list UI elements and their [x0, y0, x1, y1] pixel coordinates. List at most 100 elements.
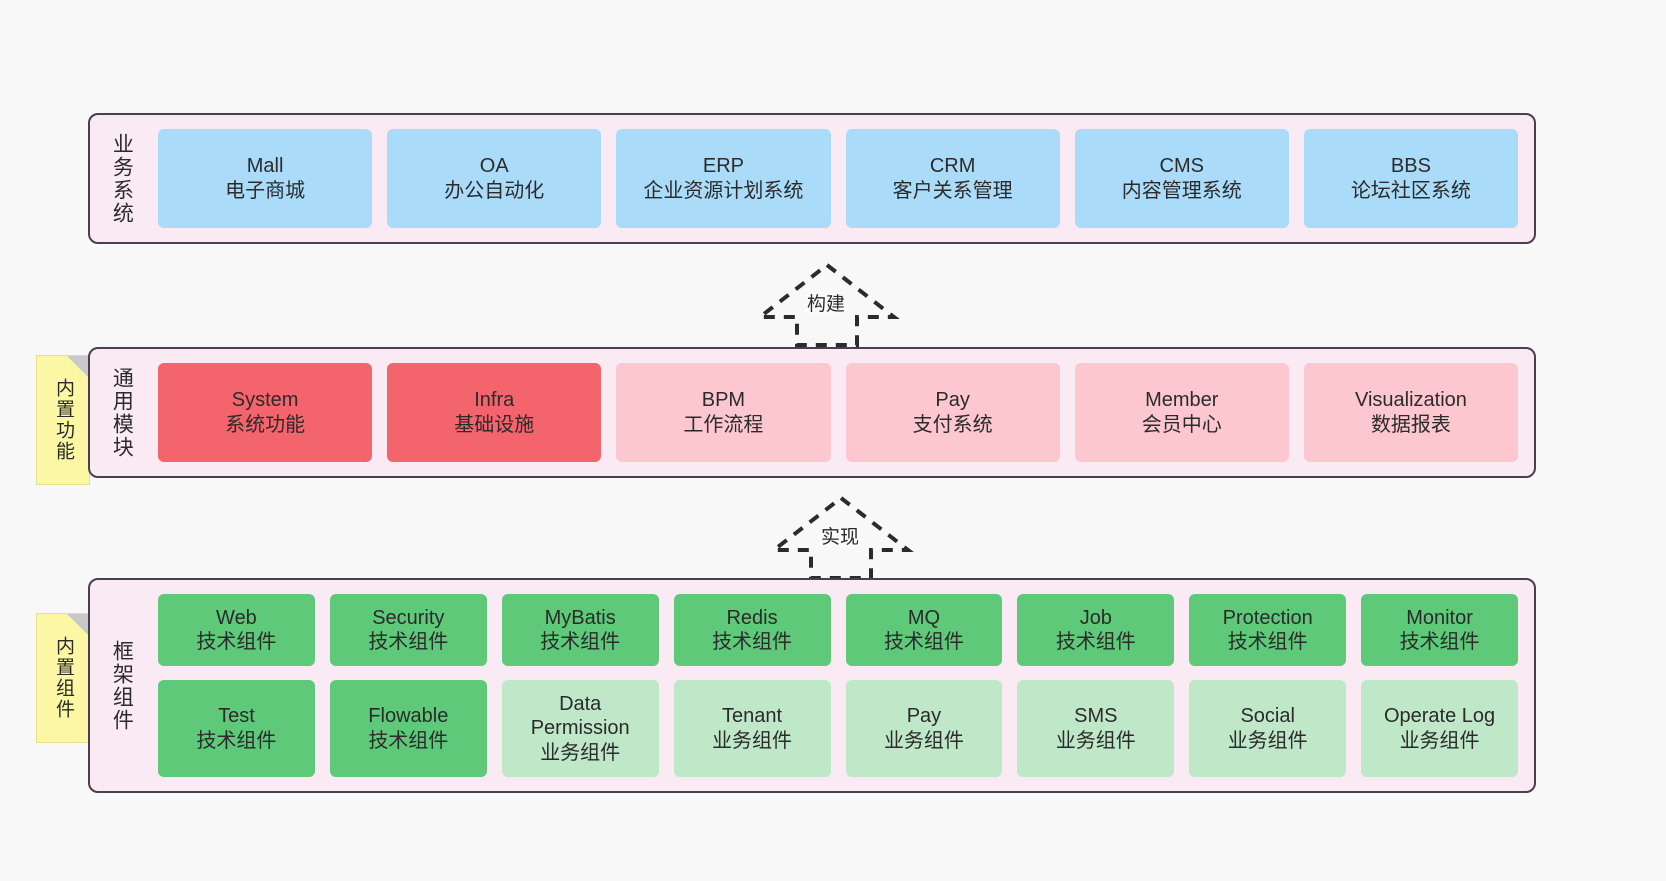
node-mq[interactable]: MQ 技术组件 [845, 594, 1003, 667]
node-row: Web 技术组件 Security 技术组件 MyBatis 技术组件 Redi… [158, 594, 1518, 667]
node-subtitle: 基础设施 [454, 413, 535, 436]
node-erp[interactable]: ERP 企业资源计划系统 [616, 129, 831, 228]
node-redis[interactable]: Redis 技术组件 [673, 594, 831, 667]
note-builtin-function: 内置功能 [36, 355, 90, 485]
node-title: OA [479, 155, 509, 178]
node-row: System 系统功能 Infra 基础设施 BPM 工作流程 Pay 支付系统… [158, 363, 1519, 462]
node-row: Test 技术组件 Flowable 技术组件 Data Permission … [158, 680, 1518, 778]
node-mybatis[interactable]: MyBatis 技术组件 [501, 594, 659, 667]
connector-build: 构建 [754, 262, 900, 347]
node-bbs[interactable]: BBS 论坛社区系统 [1303, 129, 1519, 228]
node-title: Web [216, 606, 257, 629]
note-fold-icon [67, 356, 89, 378]
node-title: SMS [1074, 705, 1118, 728]
node-subtitle: 支付系统 [912, 413, 993, 436]
node-data-permission[interactable]: Data Permission 业务组件 [501, 680, 659, 778]
node-subtitle: 技术组件 [1055, 631, 1136, 654]
node-row: Mall 电子商城 OA 办公自动化 ERP 企业资源计划系统 CRM 客户关系… [158, 129, 1519, 228]
node-subtitle: 技术组件 [368, 729, 449, 752]
connector-implement: 实现 [768, 495, 914, 580]
node-subtitle: 数据报表 [1370, 413, 1451, 436]
node-title: Security [372, 606, 445, 629]
node-subtitle: 业务组件 [1055, 729, 1136, 752]
node-protection[interactable]: Protection 技术组件 [1189, 594, 1347, 667]
node-title: Infra [474, 389, 515, 412]
node-pay[interactable]: Pay 支付系统 [845, 363, 1060, 462]
node-subtitle: 企业资源计划系统 [643, 179, 804, 202]
layer-title-business: 业务系统 [110, 132, 134, 225]
node-title: Member [1145, 389, 1219, 412]
node-subtitle: 业务组件 [1227, 729, 1308, 752]
node-crm[interactable]: CRM 客户关系管理 [845, 129, 1060, 228]
node-subtitle: 技术组件 [1227, 631, 1308, 654]
node-pay-business[interactable]: Pay 业务组件 [845, 680, 1003, 778]
node-subtitle: 技术组件 [540, 631, 621, 654]
layer-framework-component: 框架组件 Web 技术组件 Security 技术组件 MyBatis 技术组件… [88, 578, 1536, 793]
node-title: MyBatis [544, 606, 616, 629]
node-title: Test [218, 705, 255, 728]
node-member[interactable]: Member 会员中心 [1074, 363, 1289, 462]
node-title: Tenant [722, 705, 783, 728]
node-title: Job [1079, 606, 1112, 629]
node-title: Pay [935, 389, 970, 412]
note-label: 内置组件 [52, 636, 74, 720]
node-subtitle: 会员中心 [1141, 413, 1222, 436]
node-title: Visualization [1354, 389, 1467, 412]
node-job[interactable]: Job 技术组件 [1017, 594, 1175, 667]
node-title: BPM [701, 389, 746, 412]
node-subtitle: 技术组件 [1399, 631, 1480, 654]
layer-business-system: 业务系统 Mall 电子商城 OA 办公自动化 ERP 企业资源计划系统 CRM… [88, 113, 1536, 244]
connector-implement-label: 实现 [819, 527, 862, 548]
node-title: Redis [726, 606, 778, 629]
note-label: 内置功能 [52, 378, 74, 462]
node-tenant[interactable]: Tenant 业务组件 [673, 680, 831, 778]
node-bpm[interactable]: BPM 工作流程 [616, 363, 831, 462]
node-title: Operate Log [1383, 705, 1496, 728]
node-subtitle: 系统功能 [225, 413, 306, 436]
node-web[interactable]: Web 技术组件 [158, 594, 315, 667]
node-subtitle: 办公自动化 [444, 179, 545, 202]
note-fold-icon [67, 614, 89, 636]
node-subtitle: 内容管理系统 [1121, 179, 1242, 202]
note-builtin-component: 内置组件 [36, 613, 90, 743]
node-title: ERP [702, 155, 744, 178]
node-title: Protection [1222, 606, 1313, 629]
node-sms[interactable]: SMS 业务组件 [1017, 680, 1175, 778]
node-visualization[interactable]: Visualization 数据报表 [1303, 363, 1519, 462]
node-system[interactable]: System 系统功能 [158, 363, 373, 462]
node-oa[interactable]: OA 办公自动化 [387, 129, 602, 228]
node-title: CRM [929, 155, 976, 178]
node-infra[interactable]: Infra 基础设施 [387, 363, 602, 462]
node-title: Flowable [368, 705, 449, 728]
node-monitor[interactable]: Monitor 技术组件 [1361, 594, 1518, 667]
node-title: Social [1240, 705, 1295, 728]
node-subtitle: 论坛社区系统 [1350, 179, 1471, 202]
layer-nodes-business: Mall 电子商城 OA 办公自动化 ERP 企业资源计划系统 CRM 客户关系… [138, 115, 1534, 242]
node-subtitle: 技术组件 [712, 631, 793, 654]
node-subtitle: 业务组件 [540, 741, 621, 764]
node-operate-log[interactable]: Operate Log 业务组件 [1361, 680, 1518, 778]
node-subtitle: 客户关系管理 [892, 179, 1013, 202]
layer-title-framework: 框架组件 [110, 639, 134, 732]
layer-common-module: 通用模块 System 系统功能 Infra 基础设施 BPM 工作流程 Pay… [88, 347, 1536, 478]
node-mall[interactable]: Mall 电子商城 [158, 129, 373, 228]
node-subtitle: 技术组件 [368, 631, 449, 654]
node-social[interactable]: Social 业务组件 [1189, 680, 1347, 778]
node-title: Mall [246, 155, 284, 178]
node-title: System [231, 389, 299, 412]
node-title: Monitor [1406, 606, 1473, 629]
node-flowable[interactable]: Flowable 技术组件 [329, 680, 487, 778]
node-test[interactable]: Test 技术组件 [158, 680, 315, 778]
node-subtitle: 技术组件 [883, 631, 964, 654]
node-security[interactable]: Security 技术组件 [329, 594, 487, 667]
node-title: BBS [1390, 155, 1431, 178]
connector-build-label: 构建 [805, 294, 848, 315]
node-title: CMS [1159, 155, 1204, 178]
node-subtitle: 工作流程 [683, 413, 764, 436]
node-title: MQ [907, 606, 941, 629]
layer-nodes-common: System 系统功能 Infra 基础设施 BPM 工作流程 Pay 支付系统… [138, 349, 1534, 476]
node-title: Pay [906, 705, 942, 728]
node-cms[interactable]: CMS 内容管理系统 [1074, 129, 1289, 228]
node-subtitle: 业务组件 [1399, 729, 1480, 752]
